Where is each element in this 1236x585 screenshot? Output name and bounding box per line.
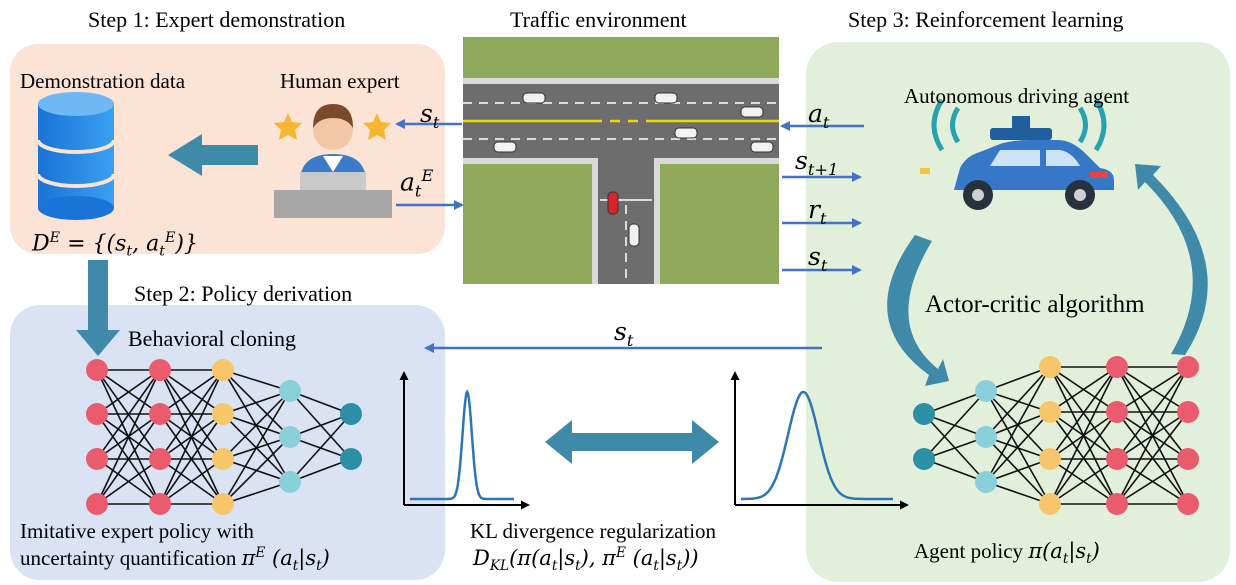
label-state-to-agent: st — [808, 242, 828, 275]
label-state-to-cloning: st — [614, 317, 634, 350]
label-next-state: st+1 — [795, 146, 839, 179]
behavioral-cloning-label: Behavioral cloning — [128, 326, 297, 351]
label-reward: rt — [808, 195, 827, 228]
autonomous-car-icon — [920, 98, 1114, 210]
network-node — [1177, 448, 1199, 470]
demo-data-label: Demonstration data — [20, 69, 186, 93]
label-expert-action: atE — [400, 166, 434, 201]
network-node — [279, 471, 301, 493]
network-node — [975, 426, 997, 448]
label-s-to-expert: st — [420, 99, 440, 132]
step2-title: Step 2: Policy derivation — [134, 281, 353, 306]
label-agent-action: at — [808, 99, 830, 132]
network-node — [1106, 448, 1128, 470]
network-node — [1039, 401, 1061, 423]
network-node — [1039, 448, 1061, 470]
network-node — [86, 448, 108, 470]
expert-distribution-plot — [399, 371, 530, 510]
expert-to-data-arrow — [168, 134, 258, 176]
network-node — [86, 493, 108, 515]
expert-policy-line2: uncertainty quantification πE (at|st) — [20, 545, 330, 575]
agent-label: Autonomous driving agent — [904, 84, 1130, 108]
network-node — [149, 359, 171, 381]
network-node — [913, 448, 935, 470]
network-node — [212, 448, 234, 470]
expert-policy-network — [86, 359, 362, 515]
env-title: Traffic environment — [510, 7, 687, 32]
agent-policy-network — [913, 356, 1199, 515]
dataset-formula: DE = {(st, atE)} — [32, 230, 199, 260]
data-to-cloning-arrow — [76, 260, 120, 356]
kl-line2: DKL(π(at|st), πE (at|st)) — [473, 545, 699, 575]
expert-policy-line1: Imitative expert policy with — [20, 519, 254, 543]
human-expert-label: Human expert — [280, 69, 400, 93]
network-node — [86, 403, 108, 425]
step1-title: Step 1: Expert demonstration — [88, 7, 346, 32]
network-node — [340, 448, 362, 470]
network-node — [86, 359, 108, 381]
agent-policy-label: Agent policy π(at|st) — [914, 539, 1100, 568]
network-node — [340, 403, 362, 425]
human-expert-icon — [274, 104, 392, 218]
network-node — [212, 403, 234, 425]
network-node — [913, 403, 935, 425]
traffic-map — [463, 37, 779, 284]
agent-distribution-plot — [730, 371, 909, 510]
network-node — [279, 426, 301, 448]
kl-line1: KL divergence regularization — [470, 519, 717, 543]
actor-critic-cycle — [887, 164, 1208, 386]
network-node — [149, 403, 171, 425]
network-node — [212, 359, 234, 381]
network-node — [1177, 493, 1199, 515]
network-node — [975, 471, 997, 493]
network-node — [1106, 356, 1128, 378]
distribution-curve — [741, 390, 893, 501]
rl-panel — [806, 42, 1230, 582]
network-node — [1039, 493, 1061, 515]
network-node — [1177, 401, 1199, 423]
distribution-curve — [410, 389, 514, 501]
network-node — [212, 493, 234, 515]
step3-title: Step 3: Reinforcement learning — [848, 7, 1124, 32]
flow-arrows — [395, 119, 864, 353]
network-node — [279, 380, 301, 402]
network-node — [149, 493, 171, 515]
network-node — [1039, 356, 1061, 378]
network-node — [975, 380, 997, 402]
database-icon — [36, 92, 116, 220]
kl-double-arrow — [545, 420, 719, 464]
network-node — [1106, 493, 1128, 515]
network-node — [149, 448, 171, 470]
policy-panel — [10, 305, 445, 580]
network-node — [1177, 356, 1199, 378]
network-node — [1106, 401, 1128, 423]
actor-critic-label: Actor-critic algorithm — [925, 291, 1145, 318]
